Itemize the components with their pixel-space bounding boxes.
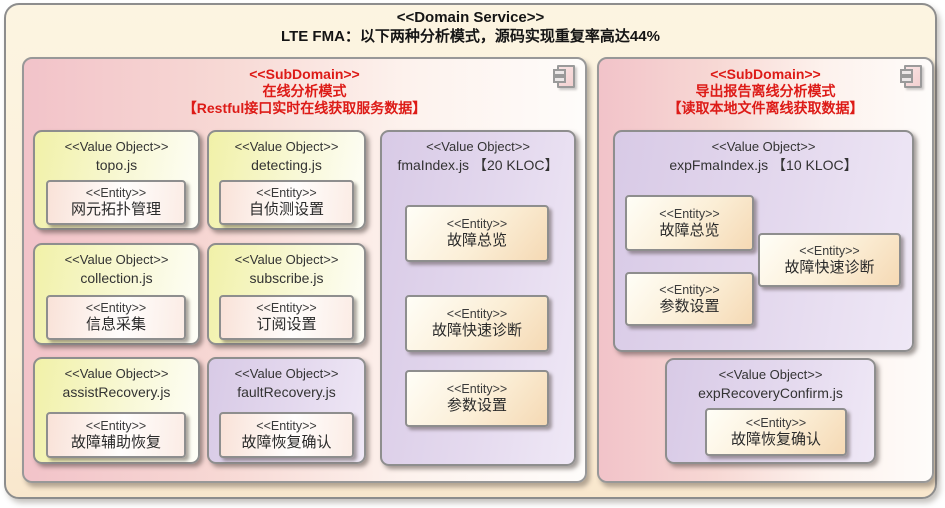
entity-stereotype: <<Entity>>: [256, 301, 317, 316]
value-object-detecting: <<Value Object>> detecting.js <<Entity>>…: [207, 130, 366, 230]
subdomain-stereotype: <<SubDomain>>: [710, 66, 821, 82]
entity-fault-recovery-confirm: <<Entity>> 故障恢复确认: [219, 412, 354, 458]
entity-info-collection: <<Entity>> 信息采集: [46, 295, 186, 340]
entity-name: 信息采集: [85, 316, 146, 334]
entity-name: 故障总览: [446, 232, 507, 250]
value-object-title: <<Value Object>> topo.js: [35, 139, 198, 174]
value-object-fma-index: <<Value Object>> fmaIndex.js 【20 KLOC】 <…: [380, 130, 576, 466]
entity-fault-quick-diagnosis: <<Entity>> 故障快速诊断: [758, 233, 901, 287]
entity-stereotype: <<Entity>>: [256, 186, 317, 201]
component-icon-tab: [900, 76, 913, 83]
entity-name: 参数设置: [446, 397, 507, 415]
component-icon: [900, 65, 922, 88]
entity-stereotype: <<Entity>>: [85, 301, 147, 316]
value-object-name: expRecoveryConfirm.js: [698, 384, 843, 401]
value-object-title: <<Value Object>> assistRecovery.js: [35, 366, 198, 401]
domain-title-block: <<Domain Service>> LTE FMA：以下两种分析模式，源码实现…: [6, 9, 935, 47]
value-object-collection: <<Value Object>> collection.js <<Entity>…: [33, 243, 200, 345]
entity-name: 故障总览: [659, 221, 720, 239]
entity-fault-overview: <<Entity>> 故障总览: [405, 205, 549, 262]
entity-stereotype: <<Entity>>: [85, 418, 147, 433]
entity-name: 故障恢复确认: [730, 430, 821, 448]
entity-stereotype: <<Entity>>: [745, 415, 807, 430]
entity-name: 网元拓扑管理: [70, 201, 161, 219]
subdomain-note: 【Restful接口实时在线获取服务数据】: [182, 99, 427, 116]
value-object-stereotype: <<Value Object>>: [234, 252, 339, 267]
value-object-stereotype: <<Value Object>>: [64, 252, 169, 267]
subdomain-stereotype: <<SubDomain>>: [249, 66, 360, 82]
value-object-title: <<Value Object>> subscribe.js: [209, 252, 364, 287]
value-object-stereotype: <<Value Object>>: [234, 366, 339, 381]
entity-stereotype: <<Entity>>: [659, 206, 720, 221]
domain-stereotype: <<Domain Service>>: [396, 9, 545, 26]
value-object-name: expFmaIndex.js 【10 KLOC】: [669, 156, 858, 173]
value-object-name: topo.js: [95, 156, 138, 173]
entity-stereotype: <<Entity>>: [85, 186, 147, 201]
value-object-name: collection.js: [80, 269, 153, 286]
entity-name: 故障快速诊断: [431, 322, 522, 340]
value-object-name: fmaIndex.js 【20 KLOC】: [397, 156, 559, 173]
value-object-title: <<Value Object>> faultRecovery.js: [209, 366, 364, 401]
subdomain-offline-analysis: <<SubDomain>> 导出报告离线分析模式 【读取本地文件离线获取数据】 …: [597, 57, 934, 483]
component-icon-tab: [553, 76, 566, 83]
value-object-exp-recovery-confirm: <<Value Object>> expRecoveryConfirm.js <…: [665, 358, 876, 464]
entity-fault-assist-recovery: <<Entity>> 故障辅助恢复: [46, 412, 186, 458]
entity-name: 故障辅助恢复: [70, 433, 161, 451]
subdomain-header: <<SubDomain>> 在线分析模式 【Restful接口实时在线获取服务数…: [24, 66, 585, 116]
value-object-assist-recovery: <<Value Object>> assistRecovery.js <<Ent…: [33, 357, 200, 464]
component-icon-tab: [553, 69, 566, 76]
entity-param-settings: <<Entity>> 参数设置: [625, 272, 754, 326]
component-icon-tab: [900, 69, 913, 76]
subdomain-name: 导出报告离线分析模式: [695, 82, 836, 99]
entity-name: 参数设置: [659, 297, 720, 315]
entity-fault-recovery-confirm: <<Entity>> 故障恢复确认: [705, 408, 847, 456]
value-object-stereotype: <<Value Object>>: [64, 139, 169, 154]
entity-name: 故障快速诊断: [784, 258, 875, 276]
domain-service-box: <<Domain Service>> LTE FMA：以下两种分析模式，源码实现…: [4, 3, 937, 499]
entity-subscribe-settings: <<Entity>> 订阅设置: [219, 295, 354, 340]
entity-stereotype: <<Entity>>: [256, 418, 317, 433]
entity-stereotype: <<Entity>>: [446, 217, 508, 232]
value-object-fault-recovery: <<Value Object>> faultRecovery.js <<Enti…: [207, 357, 366, 464]
value-object-title: <<Value Object>> expFmaIndex.js 【10 KLOC…: [615, 139, 912, 174]
entity-stereotype: <<Entity>>: [446, 382, 508, 397]
value-object-name: faultRecovery.js: [237, 383, 336, 400]
subdomain-online-analysis: <<SubDomain>> 在线分析模式 【Restful接口实时在线获取服务数…: [22, 57, 587, 483]
value-object-title: <<Value Object>> collection.js: [35, 252, 198, 287]
subdomain-name: 在线分析模式: [262, 82, 347, 99]
value-object-stereotype: <<Value Object>>: [426, 139, 530, 154]
value-object-exp-fma-index: <<Value Object>> expFmaIndex.js 【10 KLOC…: [613, 130, 914, 352]
entity-self-detect-settings: <<Entity>> 自侦测设置: [219, 180, 354, 225]
value-object-name: subscribe.js: [249, 269, 324, 286]
entity-stereotype: <<Entity>>: [659, 282, 720, 297]
component-icon: [553, 65, 575, 88]
entity-name: 自侦测设置: [248, 201, 324, 219]
entity-name: 订阅设置: [256, 316, 317, 334]
value-object-title: <<Value Object>> fmaIndex.js 【20 KLOC】: [382, 139, 574, 174]
value-object-title: <<Value Object>> expRecoveryConfirm.js: [667, 367, 874, 402]
subdomain-header: <<SubDomain>> 导出报告离线分析模式 【读取本地文件离线获取数据】: [599, 66, 932, 116]
entity-param-settings: <<Entity>> 参数设置: [405, 370, 549, 427]
value-object-name: assistRecovery.js: [62, 383, 171, 400]
value-object-stereotype: <<Value Object>>: [64, 366, 169, 381]
domain-title: LTE FMA：以下两种分析模式，源码实现重复率高达44%: [281, 27, 660, 45]
value-object-topo: <<Value Object>> topo.js <<Entity>> 网元拓扑…: [33, 130, 200, 230]
entity-fault-quick-diagnosis: <<Entity>> 故障快速诊断: [405, 295, 549, 352]
value-object-stereotype: <<Value Object>>: [718, 367, 823, 382]
value-object-stereotype: <<Value Object>>: [234, 139, 339, 154]
value-object-title: <<Value Object>> detecting.js: [209, 139, 364, 174]
value-object-stereotype: <<Value Object>>: [711, 139, 816, 154]
entity-fault-overview: <<Entity>> 故障总览: [625, 195, 754, 251]
entity-stereotype: <<Entity>>: [799, 243, 860, 258]
value-object-name: detecting.js: [251, 156, 322, 173]
entity-stereotype: <<Entity>>: [446, 307, 508, 322]
entity-name: 故障恢复确认: [241, 433, 332, 451]
subdomain-note: 【读取本地文件离线获取数据】: [667, 99, 864, 116]
value-object-subscribe: <<Value Object>> subscribe.js <<Entity>>…: [207, 243, 366, 345]
entity-ne-topology-mgmt: <<Entity>> 网元拓扑管理: [46, 180, 186, 225]
